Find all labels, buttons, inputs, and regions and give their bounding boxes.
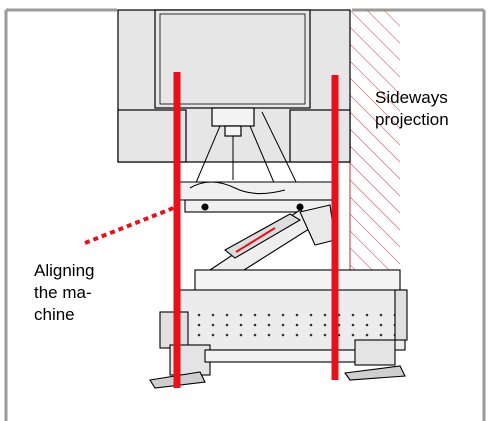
alignment-pointer [84, 205, 177, 245]
sideways-projection-label: Sideways projection [375, 88, 449, 129]
wall-hatching [349, 10, 400, 300]
ceiling-structure [117, 9, 351, 163]
alignment-lines [84, 72, 339, 388]
aligning-machine-label: Aligning the ma- chine [34, 261, 95, 324]
suspension-rods [194, 111, 301, 191]
